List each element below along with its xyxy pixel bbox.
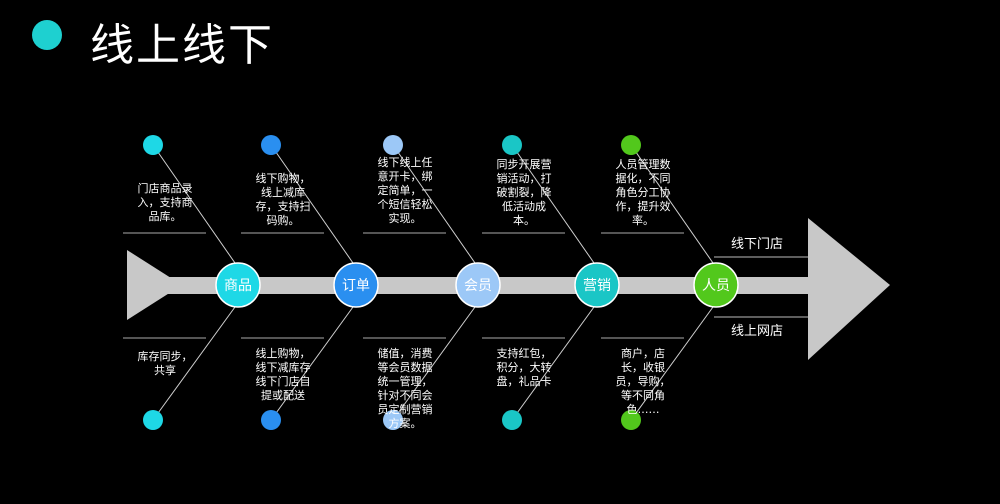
- bone-top-0: [152, 144, 236, 264]
- node-label-3: 营销: [583, 278, 611, 294]
- spine-head-arrow: [808, 218, 890, 360]
- node-label-1: 订单: [342, 278, 370, 294]
- bone-bottom-0: [152, 306, 236, 421]
- node-bottom-desc-1: 线上购物， 线下减库存 线下门店自 提或配送: [255, 347, 311, 402]
- node-label-4: 人员: [702, 278, 730, 294]
- node-bottom-desc-2: 储值，消费 等会员数据 统一管理， 针对不同会 员定制营销 方案。: [377, 347, 433, 430]
- node-top-desc-1: 线下购物， 线上减库 存，支持扫 码购。: [255, 172, 311, 227]
- node-circle-1: [333, 262, 379, 308]
- output-online-store: 线上网店: [731, 324, 784, 339]
- node-circle-4: [693, 262, 739, 308]
- node-top-desc-3: 同步开展营 销活动，打 破割裂，降 低活动成 本。: [496, 158, 552, 227]
- node-circle-0: [215, 262, 261, 308]
- node-label-2: 会员: [464, 278, 492, 294]
- node-bottom-desc-3: 支持红包， 积分，大转 盘，礼品卡: [496, 347, 552, 388]
- node-bottom-desc-4: 商户，店 长，收银 员，导购， 等不同角 色……: [615, 347, 671, 416]
- bone-bottom-3: [511, 306, 595, 421]
- node-top-desc-0: 门店商品录 入，支持商 品库。: [137, 182, 193, 223]
- bone-top-2: [392, 144, 476, 264]
- bone-bottom-2: [392, 306, 476, 421]
- bottom-dot-0: [143, 410, 163, 430]
- bottom-dot-2: [383, 410, 403, 430]
- bottom-dot-4: [621, 410, 641, 430]
- bone-top-3: [511, 144, 595, 264]
- spine-tail-triangle: [127, 250, 182, 320]
- node-circle-2: [455, 262, 501, 308]
- top-dot-4: [621, 135, 641, 155]
- bone-top-1: [270, 144, 354, 264]
- bone-top-4: [630, 144, 714, 264]
- top-dot-0: [143, 135, 163, 155]
- output-offline-store: 线下门店: [731, 237, 784, 252]
- title-bullet-dot: [32, 20, 62, 50]
- page-title: 线上线下: [90, 20, 274, 71]
- top-dot-2: [383, 135, 403, 155]
- node-circle-3: [574, 262, 620, 308]
- bottom-dot-3: [502, 410, 522, 430]
- bone-bottom-4: [630, 306, 714, 421]
- node-bottom-desc-0: 库存同步， 共享: [137, 350, 193, 377]
- bottom-dot-1: [261, 410, 281, 430]
- node-top-desc-2: 线下线上任 意开卡，绑 定简单，一 个短信轻松 实现。: [377, 156, 433, 225]
- node-top-desc-4: 人员管理数 据化，不同 角色分工协 作，提升效 率。: [615, 158, 671, 227]
- top-dot-1: [261, 135, 281, 155]
- bone-bottom-1: [270, 306, 354, 421]
- node-label-0: 商品: [224, 278, 252, 294]
- top-dot-3: [502, 135, 522, 155]
